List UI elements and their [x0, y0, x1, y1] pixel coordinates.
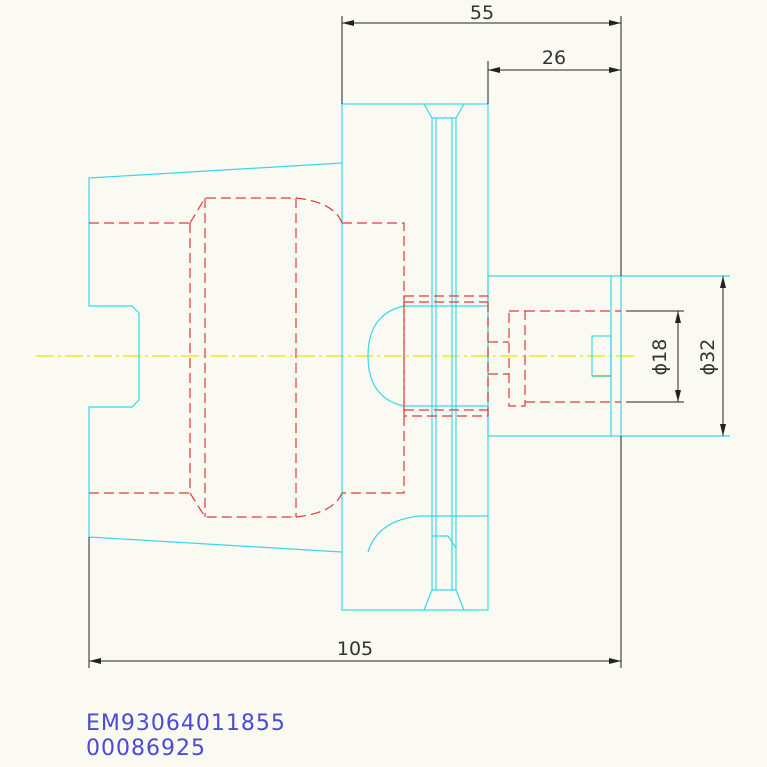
dim-26-text: 26 — [542, 47, 566, 69]
dimensions: 55 26 105 ϕ18 ϕ32 — [88, 2, 726, 668]
dim-105-text: 105 — [337, 638, 373, 660]
dim-55-text: 55 — [470, 2, 494, 24]
part-outline — [88, 103, 730, 611]
part-code-line2: 00086925 — [86, 736, 206, 761]
dim-dia18-text: ϕ18 — [649, 339, 671, 376]
dim-dia32-text: ϕ32 — [697, 339, 719, 376]
hidden-lines — [89, 197, 621, 518]
part-code-line1: EM93064011855 — [86, 711, 286, 736]
part-codes: EM93064011855 00086925 — [86, 711, 286, 761]
